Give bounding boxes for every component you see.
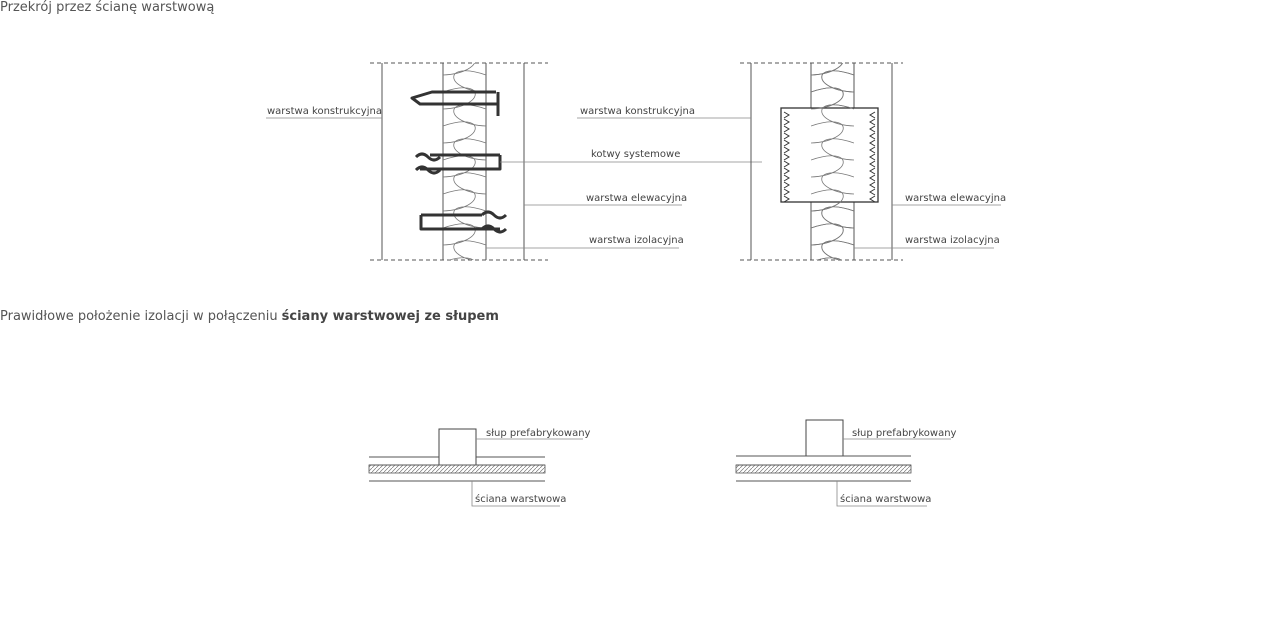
- label-kotwy-systemowe: kotwy systemowe: [591, 149, 680, 160]
- section2-title-prefix: Prawidłowe położenie izolacji w połączen…: [0, 309, 278, 324]
- label-warstwa-izolacyjna-right: warstwa izolacyjna: [905, 235, 1000, 246]
- insulation-strip-left: [368, 464, 546, 474]
- label-warstwa-elewacyjna-left: warstwa elewacyjna: [586, 193, 687, 204]
- anchor-top: [410, 90, 500, 116]
- section2-title: Prawidłowe położenie izolacji w połączen…: [0, 309, 499, 324]
- label-warstwa-konstrukcyjna-left: warstwa konstrukcyjna: [267, 106, 382, 117]
- connector-tooth: [869, 111, 876, 203]
- insulation-loop: [443, 63, 486, 260]
- label-sciana-right: ściana warstwowa: [840, 493, 931, 505]
- insulation-strip-right: [735, 464, 912, 474]
- label-warstwa-konstrukcyjna-right: warstwa konstrukcyjna: [580, 106, 695, 117]
- insulation-loop: [811, 63, 854, 260]
- connector-teeth-left: [783, 111, 790, 203]
- section2-title-bold: ściany warstwowej ze słupem: [281, 309, 499, 324]
- insulation-in-box: [811, 63, 854, 260]
- label-sciana-left: ściana warstwowa: [475, 493, 566, 505]
- anchor-bottom: [419, 213, 500, 231]
- wall-section-right: warstwa konstrukcyjna warstwa elewacyjna…: [577, 62, 1006, 261]
- connector-box: [780, 107, 879, 203]
- connector-teeth-right: [869, 111, 876, 203]
- label-warstwa-elewacyjna-right: warstwa elewacyjna: [905, 193, 1006, 204]
- wall-section-left: warstwa konstrukcyjna kotwy systemowe wa…: [266, 62, 762, 261]
- anchor-bottom-wave: [480, 210, 508, 234]
- anchor-middle: [420, 153, 502, 171]
- label-slup-left: słup prefabrykowany: [486, 428, 591, 439]
- label-warstwa-izolacyjna-left: warstwa izolacyjna: [589, 235, 684, 246]
- connector-tooth: [783, 111, 790, 203]
- column-joint-right: słup prefabrykowany ściana warstwowa: [735, 419, 957, 507]
- anchor-middle-wave: [414, 152, 442, 175]
- leader-sciana-right: [836, 481, 927, 507]
- column-prefab-right: [805, 419, 844, 457]
- column-joint-left: słup prefabrykowany ściana warstwowa: [368, 428, 591, 507]
- label-slup-right: słup prefabrykowany: [852, 428, 957, 439]
- leader-sciana-left: [471, 481, 560, 507]
- column-prefab-left: [438, 428, 477, 466]
- insulation-batting: [443, 63, 486, 260]
- section1-title: Przekrój przez ścianę warstwową: [0, 0, 215, 15]
